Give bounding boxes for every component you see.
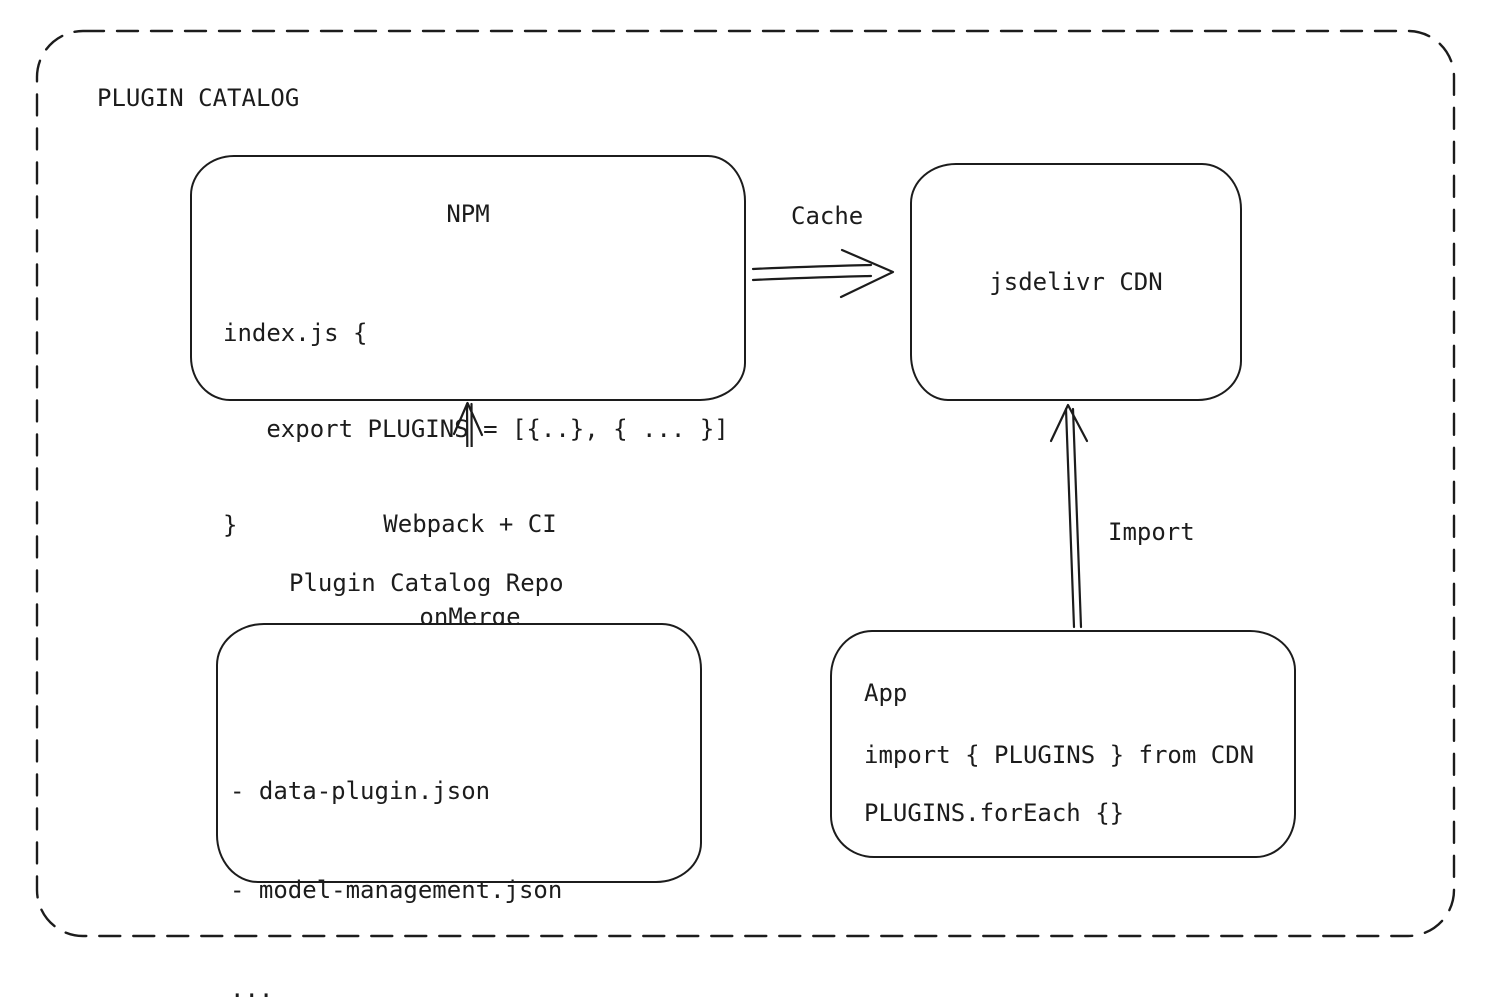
app-title: App (864, 679, 908, 707)
repo-file-item: ... (230, 975, 274, 1002)
build-label-line: Webpack + CI (383, 510, 557, 538)
cache-arrow-label: Cache (791, 202, 864, 230)
node-cdn: jsdelivr CDN (910, 163, 1242, 401)
code-line: import { PLUGINS } from CDN (864, 741, 1255, 769)
npm-title: NPM (446, 200, 490, 228)
npm-code-block: index.js { export PLUGINS = [{..}, { ...… (223, 253, 744, 605)
repo-file-item: - model-management.json (230, 876, 563, 904)
node-npm: NPM index.js { export PLUGINS = [{..}, {… (190, 155, 746, 539)
diagram-boundary (35, 29, 1456, 938)
cdn-title: jsdelivr CDN (989, 268, 1163, 296)
repo-file-list: - data-plugin.json - model-management.js… (230, 709, 700, 1002)
code-line: export PLUGINS = [{..}, { ... }] (223, 415, 729, 443)
code-line: index.js { (223, 319, 368, 347)
code-line: } (223, 511, 238, 539)
cache-arrow (751, 248, 895, 299)
node-app: App import { PLUGINS } from CDN PLUGINS.… (830, 630, 1296, 858)
diagram-title: PLUGIN CATALOG (97, 84, 300, 112)
repo-file-item: - data-plugin.json (230, 777, 491, 805)
code-line: PLUGINS.forEach {} (864, 799, 1125, 827)
repo-label: Plugin Catalog Repo (289, 569, 564, 597)
import-arrow (1049, 403, 1089, 629)
node-repo: - data-plugin.json - model-management.js… (216, 623, 702, 1002)
import-arrow-label: Import (1108, 518, 1195, 546)
